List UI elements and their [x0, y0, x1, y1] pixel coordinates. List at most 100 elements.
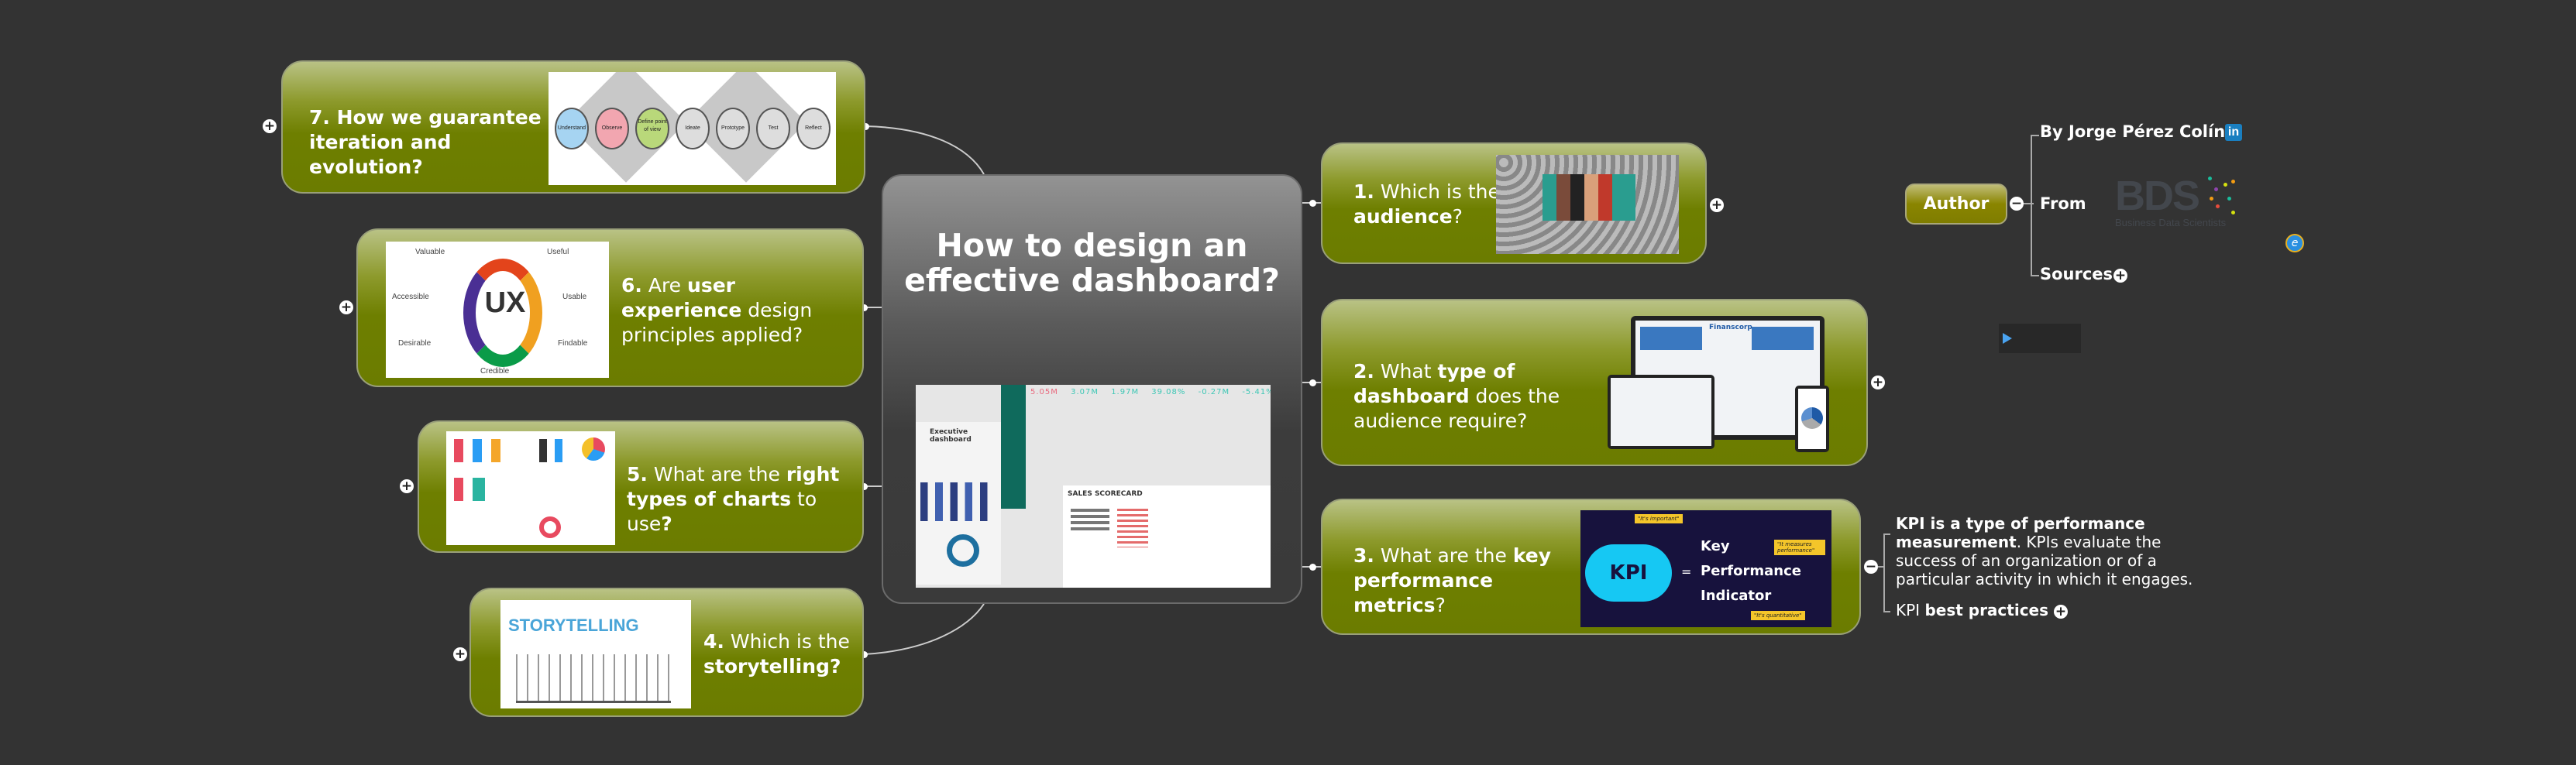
topic-3-label: 3. What are the key performance metrics? [1353, 544, 1552, 616]
kpi-blob: KPI [1585, 544, 1672, 602]
author-node[interactable]: Author [1905, 184, 2007, 225]
ux-label: Useful [547, 248, 569, 256]
author-label: Author [1923, 194, 1990, 214]
topic-3-kpi[interactable]: 3. What are the key performance metrics?… [1321, 499, 1861, 635]
exec-dashboard-panel: Executive dashboard [916, 422, 1001, 585]
step-reflect: Reflect [796, 108, 831, 149]
kpi-value: 5.05M [1030, 388, 1058, 396]
brand-label: Finanscorp [1709, 324, 1752, 331]
laptop-image [1608, 375, 1714, 449]
connector-dot [861, 483, 868, 490]
internet-explorer-icon[interactable]: e [2285, 234, 2304, 252]
kpi-value: 3.07M [1071, 388, 1099, 396]
area-chart-thumb [1640, 327, 1702, 350]
expand-topic-6-button[interactable]: + [339, 300, 353, 315]
topic-1-label: 1. Which is the audience? [1353, 180, 1500, 228]
bds-company-name: Business Data Scientists [2115, 217, 2227, 228]
ux-label: Credible [480, 367, 510, 376]
area-chart-thumb [1752, 327, 1814, 350]
phone-image [1795, 386, 1829, 452]
step-prototype: Prototype [716, 108, 750, 149]
kpi-note: "It's quantitative" [1751, 611, 1805, 620]
step-ideate: Ideate [676, 108, 710, 149]
from-label: From [2040, 194, 2086, 213]
logo-dot [2227, 197, 2231, 201]
ux-label: Valuable [415, 248, 445, 256]
bds-logo-letters: BDS [2115, 173, 2200, 219]
expand-best-practices-button[interactable]: + [2054, 604, 2068, 619]
expand-topic-2-button[interactable]: + [1871, 375, 1885, 390]
connector-dot [1309, 564, 1316, 571]
ux-center-label: UX [484, 286, 526, 319]
expand-topic-7-button[interactable]: + [263, 118, 277, 134]
scorecard-title: SALES SCORECARD [1068, 490, 1143, 498]
central-topic[interactable]: How to design an effective dashboard? Ex… [882, 174, 1302, 604]
topic-5-label: 5. What are the right types of charts to… [627, 463, 840, 535]
equals-sign: = [1681, 564, 1692, 579]
logo-dot [2216, 204, 2220, 208]
kpi-performance-word: Performance [1701, 563, 1801, 579]
topic-6-label: 6. Are user experience design principles… [621, 274, 813, 346]
bds-logo[interactable]: BDS Business Data Scientists [2115, 172, 2254, 234]
linkedin-icon[interactable]: in [2225, 124, 2242, 141]
play-icon[interactable] [2003, 333, 2012, 344]
book-illustration [516, 654, 671, 703]
connector-dot [1309, 200, 1316, 207]
chart-types-image [446, 431, 615, 545]
connector-dot [1309, 379, 1316, 386]
collapse-topic-3-button[interactable]: − [1864, 559, 1878, 575]
pie-icon [582, 437, 605, 461]
logo-dot [2223, 183, 2227, 187]
step-define: Define point of view [635, 108, 669, 149]
connector-dot [861, 651, 868, 658]
kpi-definition-note: KPI is a type of performance measurement… [1896, 514, 2193, 588]
topic-1-audience[interactable]: 1. Which is the audience? [1321, 142, 1707, 264]
topic-4-label: 4. Which is the storytelling? [703, 630, 850, 678]
topic-2-label: 2. What type of dashboard does the audie… [1353, 360, 1560, 432]
kpi-value: 39.08% [1151, 388, 1186, 396]
central-title: How to design an effective dashboard? [904, 227, 1280, 299]
chart-icon [454, 439, 500, 462]
kpi-best-practices-item[interactable]: KPI best practices [1896, 601, 2049, 619]
step-test: Test [756, 108, 790, 149]
topic-2-dashboard-type[interactable]: 2. What type of dashboard does the audie… [1321, 299, 1868, 466]
ux-label: Accessible [392, 293, 429, 301]
chart-icon [454, 478, 485, 501]
step-understand: Understand [555, 108, 589, 149]
collapse-author-button[interactable]: − [2010, 196, 2024, 211]
connector-dot [861, 304, 868, 311]
media-player[interactable] [1999, 324, 2081, 353]
bar-chart-thumb [920, 482, 995, 521]
donut-thumb [947, 534, 979, 567]
expand-topic-1-button[interactable]: + [1710, 197, 1724, 213]
expand-topic-4-button[interactable]: + [453, 647, 467, 662]
logo-dot [2231, 211, 2235, 214]
audience-crowd-image [1496, 155, 1679, 254]
step-observe: Observe [595, 108, 629, 149]
topic-5-charts[interactable]: 5. What are the right types of charts to… [418, 420, 864, 553]
author-name: By Jorge Pérez Colín [2040, 122, 2226, 141]
donut-icon [539, 516, 561, 538]
kpi-note: "It measures performance" [1774, 540, 1825, 555]
storytelling-image: STORYTELLING [500, 600, 691, 708]
kpi-value: -0.27M [1198, 388, 1230, 396]
kpi-strip: 5.05M 3.07M 1.97M 39.08% -0.27M -5.41% [1030, 388, 1271, 405]
ux-label: Usable [562, 293, 587, 301]
topic-6-ux[interactable]: UX Valuable Useful Accessible Usable Des… [356, 228, 864, 387]
expand-sources-button[interactable]: + [2113, 268, 2127, 283]
topic-4-storytelling[interactable]: STORYTELLING 4. Which is the storytellin… [469, 588, 864, 717]
exec-dashboard-title: Executive dashboard [930, 428, 972, 444]
connector-dot [862, 123, 869, 130]
chart-icon [539, 439, 570, 462]
expand-topic-5-button[interactable]: + [400, 479, 414, 494]
ux-label: Findable [558, 339, 588, 348]
dashboard-example-image: Executive dashboard 5.05M 3.07M 1.97M 39… [916, 385, 1271, 588]
storytelling-image-title: STORYTELLING [508, 616, 639, 635]
bars-thumb [1117, 509, 1148, 547]
kpi-value: 1.97M [1111, 388, 1140, 396]
sources-label[interactable]: Sources [2040, 265, 2113, 283]
logo-dot [2214, 187, 2218, 191]
topic-7-iteration[interactable]: 7. How we guarantee iteration and evolut… [281, 60, 865, 194]
kpi-definition-image: KPI = Key Performance Indicator "It's im… [1580, 510, 1831, 627]
